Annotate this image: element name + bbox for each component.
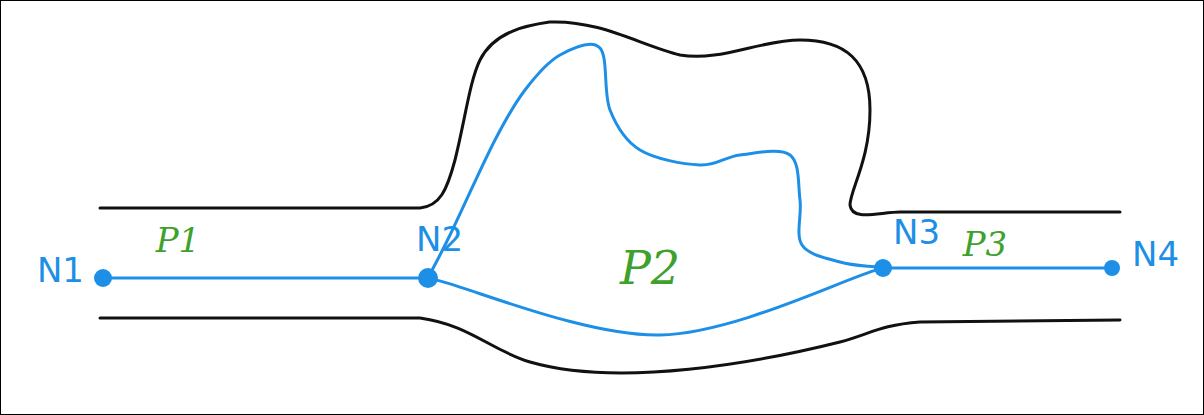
path-label: P1 xyxy=(154,223,203,257)
node-dot xyxy=(874,259,892,277)
region-label: P2 xyxy=(618,245,682,291)
node-label: N4 xyxy=(1132,237,1179,271)
path-line xyxy=(892,267,1104,270)
node-dot xyxy=(418,268,438,288)
path-line xyxy=(112,277,418,280)
path-line xyxy=(433,44,874,269)
pipe-wall-top xyxy=(100,22,1120,215)
node-dot xyxy=(1104,260,1120,276)
node-label: N2 xyxy=(416,222,463,256)
pipe-wall-bottom xyxy=(100,318,1120,373)
node-label: N3 xyxy=(893,215,940,249)
node-dot xyxy=(94,269,112,287)
node-label: N1 xyxy=(37,253,84,287)
path-label: P3 xyxy=(961,227,1010,261)
